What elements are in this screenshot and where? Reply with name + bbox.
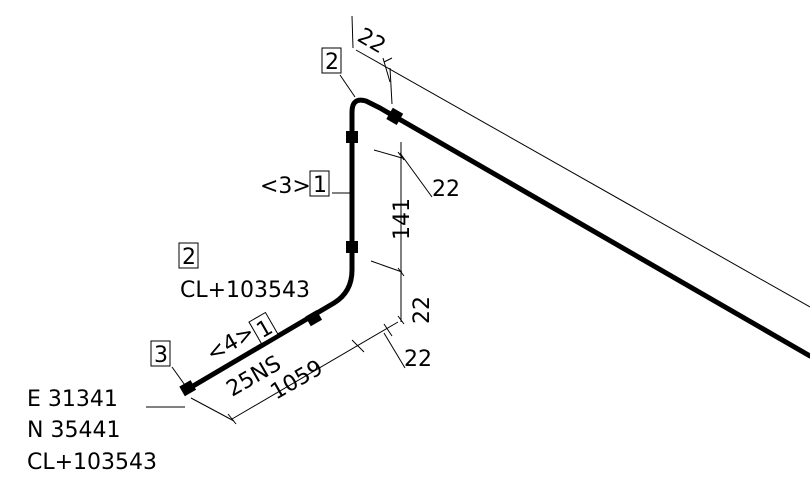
dim-bottom-horizontal-22: 22 [404, 347, 432, 372]
tag-box-vertical [309, 170, 330, 197]
weld-marker-vert-low [346, 241, 358, 253]
tag-box-end [150, 340, 171, 367]
weld-marker-end [179, 380, 197, 397]
tag-box-top [321, 47, 342, 74]
tag-mid-number: 2 [182, 245, 196, 270]
pipe-route [185, 97, 810, 392]
dim-top-right-22: 22 [432, 177, 460, 202]
dim-vertical-141: 141 [390, 198, 415, 240]
mid-centerline-elevation: CL+103543 [180, 278, 310, 303]
tag-box-mid [178, 242, 199, 269]
coordinate-centerline: CL+103543 [27, 450, 157, 475]
weld-marker-run [305, 310, 323, 327]
dim-bottom-vertical-22: 22 [410, 296, 435, 324]
run-segment-prefix: <4> [203, 320, 260, 367]
coordinate-easting: E 31341 [27, 387, 118, 412]
tag-vertical-number: 1 [313, 173, 327, 198]
tag-end-number: 3 [154, 343, 168, 368]
tag-top-number: 2 [325, 50, 339, 75]
vertical-segment-prefix: <3> [260, 174, 311, 199]
weld-marker-top [386, 107, 404, 126]
dimension-lines [146, 15, 810, 425]
dim-top-22: 22 [353, 24, 390, 60]
tag-box-run [248, 311, 279, 345]
weld-marker-vert-high [346, 131, 358, 143]
coordinate-northing: N 35441 [27, 418, 120, 443]
